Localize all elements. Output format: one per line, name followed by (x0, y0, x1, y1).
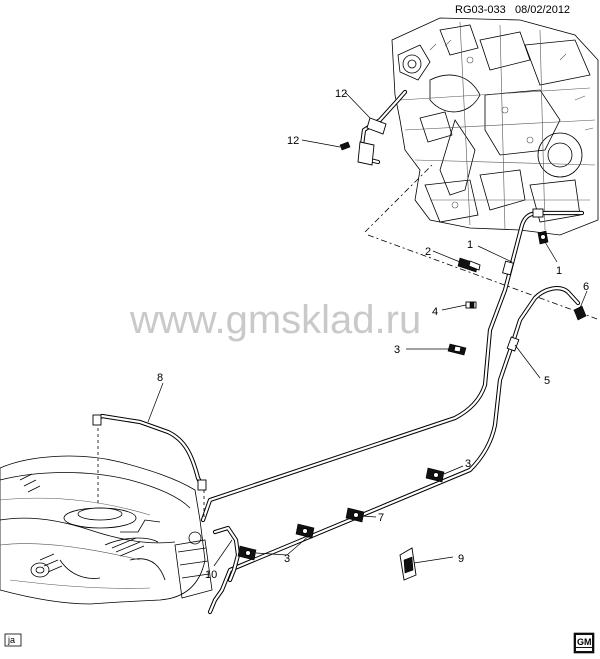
callout-12: 12 (287, 135, 299, 147)
fuel-return-pipe (207, 286, 581, 615)
diagram-date: 08/02/2012 (515, 4, 570, 16)
clip-3a (457, 257, 481, 273)
callout-8: 9 (458, 553, 464, 565)
fuel-feed-pipe (200, 208, 585, 523)
engine-assembly (391, 17, 599, 236)
callout-3c: 3 (465, 458, 471, 470)
clip-3e (237, 545, 257, 561)
callout-1: 1 (467, 239, 473, 251)
ja-badge-text: ja (7, 635, 15, 645)
leader-lines (147, 91, 588, 567)
callout-3a: 2 (425, 246, 431, 258)
callout-5: 5 (544, 375, 550, 387)
callout-4: 4 (432, 306, 438, 318)
callout-3b: 3 (394, 344, 400, 356)
callout-3d: 3 (284, 553, 290, 565)
callout-9: 10 (205, 569, 217, 581)
engine-hose (339, 89, 408, 166)
vapor-pipe (92, 413, 207, 520)
clip-4 (465, 301, 477, 309)
gm-logo: GM (573, 632, 595, 654)
bracket-8 (399, 547, 417, 581)
ja-badge: ja (4, 633, 22, 647)
diagram-ref: RG03-033 (455, 4, 506, 16)
fuel-tank (0, 455, 213, 605)
callout-2: 1 (556, 265, 562, 277)
callout-7: 7 (378, 512, 384, 524)
clip-7 (345, 507, 365, 523)
callout-10: 8 (157, 372, 163, 384)
callout-6: 6 (583, 281, 589, 293)
clip-2 (537, 230, 549, 245)
callout-11: 12 (335, 88, 347, 100)
watermark: www.gmsklad.ru (129, 298, 421, 342)
clip-3c (425, 467, 445, 483)
gm-logo-text: GM (577, 637, 592, 647)
clip-3b (447, 343, 467, 356)
clip-3d (295, 523, 315, 539)
clip-6 (573, 305, 587, 321)
